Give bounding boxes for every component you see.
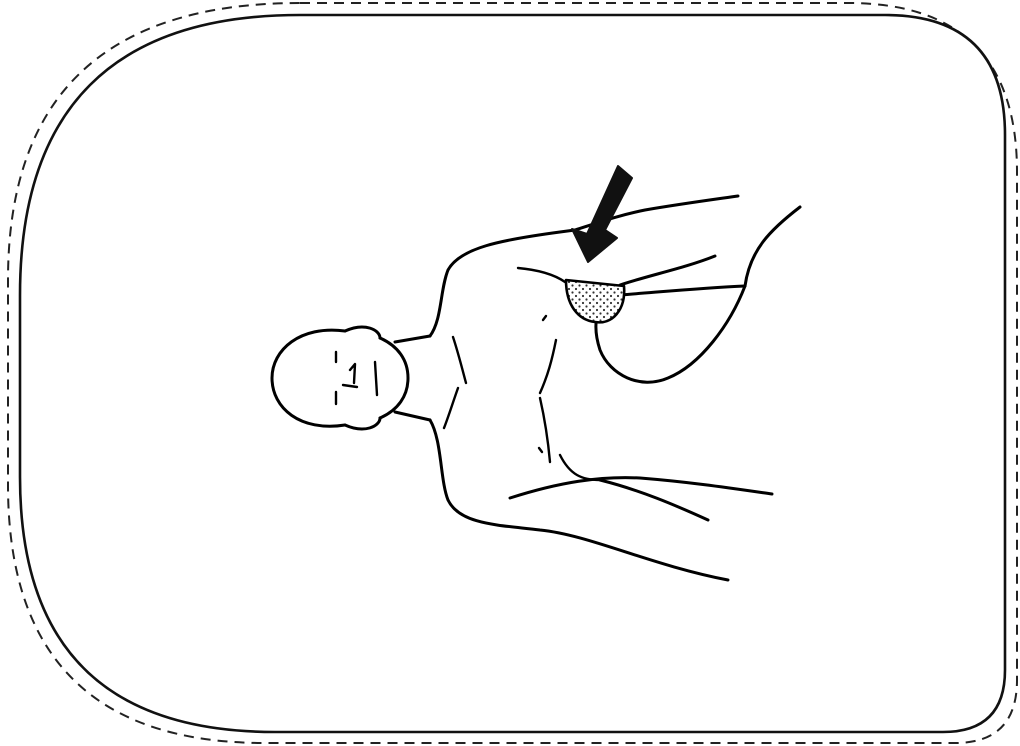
inner-card-border — [20, 15, 1005, 732]
